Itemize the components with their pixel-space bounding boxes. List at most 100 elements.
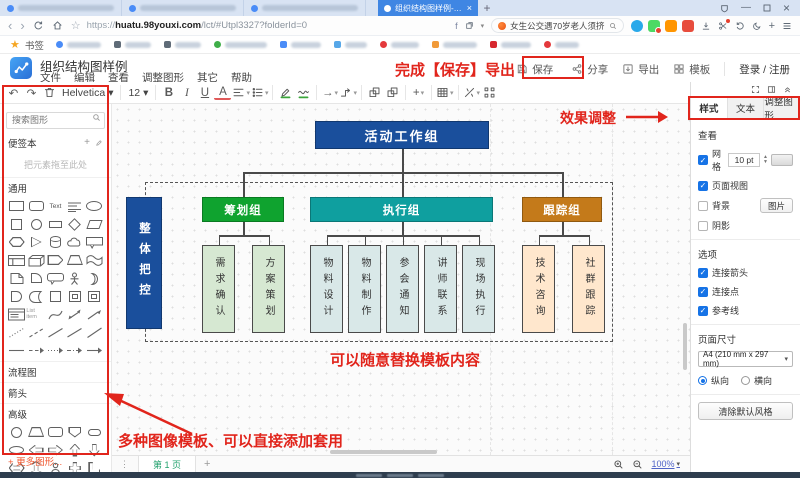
grid-color-swatch[interactable] xyxy=(771,154,793,166)
bookmark-star-icon[interactable]: ☆ xyxy=(70,20,81,32)
shape-circle[interactable] xyxy=(7,425,26,440)
night-mode-icon[interactable] xyxy=(752,21,762,31)
add-icon[interactable]: + xyxy=(768,19,775,32)
shape-cross[interactable] xyxy=(65,461,84,472)
flash-icon[interactable]: f xyxy=(455,20,458,31)
bookmark-item[interactable] xyxy=(431,41,477,48)
stepper-icon[interactable]: ▲▼ xyxy=(763,154,768,165)
hot-search-box[interactable]: 女生公交遇70岁老人须挤 xyxy=(491,18,624,33)
bookmark-item[interactable] xyxy=(113,41,151,48)
table-icon[interactable]: ▾ xyxy=(436,84,454,101)
scratchpad-header[interactable]: 便签本 + xyxy=(0,133,111,153)
menu-编辑[interactable]: 编辑 xyxy=(74,72,95,84)
zoom-level-select[interactable]: 100%▾ xyxy=(651,459,680,469)
shape-arrow-up[interactable] xyxy=(65,443,84,458)
fit-screen-icon[interactable] xyxy=(751,85,760,94)
address-bar[interactable]: ☆ https://huatu.98youxi.com/lct/#Utpl332… xyxy=(71,19,311,32)
redo-icon[interactable]: ↷ xyxy=(26,87,37,100)
history-icon[interactable] xyxy=(735,21,745,31)
shape-round-corner[interactable] xyxy=(26,271,45,286)
extension-icon[interactable] xyxy=(630,19,643,32)
menu-调整图形[interactable]: 调整图形 xyxy=(142,72,184,84)
menu-帮助[interactable]: 帮助 xyxy=(231,72,252,84)
tab-style[interactable]: 样式 xyxy=(691,97,728,118)
template-button[interactable]: 模板 xyxy=(673,62,710,77)
add-page-icon[interactable]: + xyxy=(204,458,211,470)
shape-callout[interactable] xyxy=(85,235,104,250)
shape-cloud[interactable] xyxy=(65,235,84,250)
zoom-out-icon[interactable] xyxy=(632,459,643,470)
shape-trapezoid[interactable] xyxy=(65,253,84,268)
node-group-跟踪组[interactable]: 跟踪组 xyxy=(522,197,602,222)
node-物料设计[interactable]: 物料设计 xyxy=(310,245,343,333)
connection-points-checkbox[interactable]: ✓ xyxy=(698,286,708,297)
shape-actor[interactable] xyxy=(65,271,84,286)
scratchpad-edit-icon[interactable] xyxy=(95,139,103,147)
underline-icon[interactable]: U xyxy=(200,86,210,99)
list-icon[interactable]: ▾ xyxy=(251,84,268,101)
more-shapes-link[interactable]: + 更多图形... xyxy=(8,457,63,468)
shape-cube[interactable] xyxy=(26,253,45,268)
freehand-icon[interactable] xyxy=(295,84,312,101)
chevron-down-icon[interactable]: ▾ xyxy=(480,22,485,30)
background-checkbox[interactable] xyxy=(698,200,708,211)
shape-arrow-up-down[interactable] xyxy=(26,461,45,472)
extension-icon[interactable] xyxy=(664,19,677,32)
shape-dash-arrow[interactable] xyxy=(26,343,45,358)
node-方案策划[interactable]: 方案策划 xyxy=(252,245,285,333)
shape-arrow-down[interactable] xyxy=(85,443,104,458)
bookmark-item[interactable] xyxy=(163,41,201,48)
shape-flag[interactable] xyxy=(85,253,104,268)
tab-text[interactable]: 文本 xyxy=(728,97,765,118)
shape-thick-line[interactable] xyxy=(7,343,26,358)
bookmark-item[interactable] xyxy=(489,41,531,48)
section-arrows[interactable]: 箭头 xyxy=(0,381,111,403)
download-icon[interactable] xyxy=(701,21,711,31)
bold-icon[interactable]: B xyxy=(164,86,174,99)
waypoints-icon[interactable] xyxy=(481,84,498,101)
section-advanced[interactable]: 高级 xyxy=(0,402,111,424)
bookmark-item[interactable] xyxy=(379,41,419,48)
font-size-select[interactable]: 12▾ xyxy=(128,86,149,99)
bring-front-icon[interactable] xyxy=(366,84,383,101)
login-register-link[interactable]: 登录 / 注册 xyxy=(739,63,790,76)
node-技术咨询[interactable]: 技术咨询 xyxy=(522,245,555,333)
fill-color-icon[interactable] xyxy=(277,84,294,101)
portrait-radio[interactable] xyxy=(698,376,707,385)
active-browser-tab[interactable]: 组织结构图样例-迅捷画图-在线流程图 × xyxy=(378,0,478,16)
close-icon[interactable]: × xyxy=(782,1,790,15)
image-button[interactable]: 图片 xyxy=(759,198,793,213)
browser-tab[interactable] xyxy=(122,0,244,16)
shape-list-item[interactable]: List item xyxy=(26,308,37,320)
node-参会通知[interactable]: 参会通知 xyxy=(386,245,419,333)
new-tab-button[interactable]: + xyxy=(483,1,491,15)
boss-key-icon[interactable] xyxy=(720,4,729,13)
save-button[interactable]: 保存 xyxy=(512,60,557,79)
shape-curve[interactable] xyxy=(46,307,65,322)
scratchpad-dropzone[interactable]: 把元素拖至此处 xyxy=(23,160,87,170)
tab-arrange[interactable]: 调整图形 xyxy=(764,96,793,122)
node-现场执行[interactable]: 现场执行 xyxy=(462,245,495,333)
bookmark-item[interactable] xyxy=(55,41,101,48)
shape-dot-arrow[interactable] xyxy=(46,343,65,358)
share-page-icon[interactable] xyxy=(465,21,474,30)
shape-crescent[interactable] xyxy=(85,271,104,286)
search-icon[interactable] xyxy=(609,22,617,30)
font-color-icon[interactable]: A xyxy=(214,85,232,100)
search-icon[interactable] xyxy=(92,113,101,122)
os-taskbar[interactable] xyxy=(0,472,800,478)
italic-icon[interactable]: I xyxy=(185,86,189,99)
scratchpad-add-icon[interactable]: + xyxy=(84,137,90,148)
shape-half-circle[interactable] xyxy=(7,289,26,304)
shape-triangle[interactable] xyxy=(26,235,45,250)
export-button[interactable]: 导出 xyxy=(622,62,659,77)
shape-line-1[interactable] xyxy=(46,325,65,340)
shape-arrow-left[interactable] xyxy=(26,443,45,458)
shape-arrow-right[interactable] xyxy=(46,443,65,458)
shape-dash-dot-arrow[interactable] xyxy=(65,343,84,358)
node-group-执行组[interactable]: 执行组 xyxy=(310,197,493,222)
shape-document[interactable] xyxy=(7,271,26,286)
shape-circle[interactable] xyxy=(26,217,45,232)
menu-其它[interactable]: 其它 xyxy=(197,72,218,84)
shape-square-2[interactable] xyxy=(46,289,65,304)
